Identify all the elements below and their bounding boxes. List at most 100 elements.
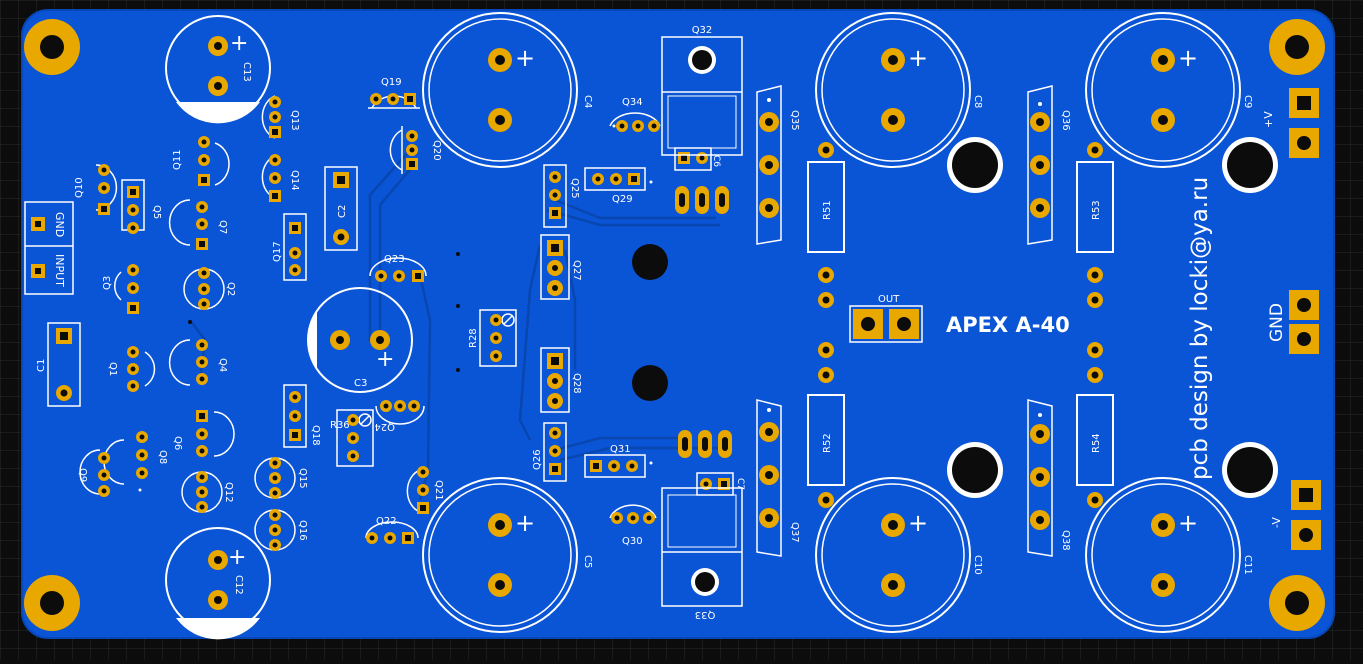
transistor-q36[interactable]: Q36: [1027, 85, 1071, 245]
transistor-q24[interactable]: Q24: [374, 400, 425, 432]
capacitor-c3[interactable]: + C3: [307, 287, 413, 393]
input-signal-label: INPUT: [53, 254, 66, 287]
transistor-q30[interactable]: Q30: [609, 504, 657, 547]
trimpot-r28[interactable]: R28: [468, 309, 517, 367]
label-q2: Q2: [225, 282, 236, 296]
transistor-q17[interactable]: Q17: [272, 213, 307, 281]
gnd-label: GND: [1267, 303, 1287, 342]
transistor-q15[interactable]: Q15: [254, 457, 308, 499]
plus-mark: +: [515, 44, 535, 72]
transistor-q19[interactable]: Q19: [368, 77, 420, 109]
resistor-r53[interactable]: R53: [1076, 142, 1114, 308]
label-c3: C3: [354, 378, 367, 389]
capacitor-c5[interactable]: + C5: [422, 477, 593, 633]
label-q12: Q12: [223, 482, 234, 503]
transistor-q3[interactable]: Q3: [102, 264, 139, 314]
transistor-q25[interactable]: Q25: [543, 164, 580, 228]
label-q30: Q30: [622, 536, 643, 547]
heatsink-hole-6: [632, 365, 668, 401]
plus-mark: +: [515, 509, 535, 537]
capacitor-c2[interactable]: C2: [324, 166, 358, 251]
capacitor-c9[interactable]: + C9: [1085, 12, 1253, 168]
transistor-q23[interactable]: Q23: [369, 254, 427, 282]
transistor-q28[interactable]: Q28: [540, 347, 582, 413]
label-c1: C1: [36, 359, 47, 372]
capacitor-c11[interactable]: + C11: [1085, 477, 1253, 633]
transistor-q9[interactable]: Q9: [77, 449, 110, 497]
transistor-q11[interactable]: Q11: [172, 136, 230, 186]
transistor-q18[interactable]: Q18: [283, 384, 321, 448]
plus-mark: +: [908, 509, 928, 537]
capacitor-c1[interactable]: C1: [36, 322, 81, 407]
label-q3: Q3: [102, 276, 113, 290]
output-connector[interactable]: OUT: [849, 294, 923, 343]
resistor-r52[interactable]: R52: [807, 342, 845, 508]
label-q6: Q6: [172, 436, 183, 450]
transistor-q26[interactable]: Q26: [532, 422, 567, 482]
label-c5: C5: [582, 555, 593, 568]
label-q25: Q25: [569, 178, 580, 199]
transistor-q20[interactable]: Q20: [389, 126, 442, 174]
transistor-q35[interactable]: Q35: [756, 85, 800, 245]
transistor-q13[interactable]: Q13: [261, 95, 300, 139]
label-q14: Q14: [289, 170, 300, 191]
label-q36: Q36: [1060, 110, 1071, 131]
resistor-r54[interactable]: R54: [1076, 342, 1114, 508]
label-r54: R54: [1091, 433, 1102, 453]
mounting-hole-br: [1269, 575, 1325, 631]
capacitor-c4[interactable]: + C4: [422, 12, 593, 168]
label-q9: Q9: [77, 468, 88, 482]
label-q37: Q37: [789, 522, 800, 543]
label-q16: Q16: [297, 520, 308, 541]
transistor-q14[interactable]: Q14: [261, 154, 300, 202]
transistor-q33[interactable]: Q33: [661, 487, 743, 620]
label-r52: R52: [822, 433, 833, 453]
label-q38: Q38: [1060, 530, 1071, 551]
label-r36: R36: [330, 420, 350, 431]
transistor-q37[interactable]: Q37: [756, 399, 800, 557]
capacitor-c8[interactable]: + C8: [815, 12, 983, 168]
capacitor-c10[interactable]: + C10: [815, 477, 983, 633]
label-q11: Q11: [172, 149, 183, 170]
label-q18: Q18: [310, 425, 321, 446]
transistor-q12[interactable]: Q12: [181, 471, 234, 513]
label-r28: R28: [468, 328, 479, 348]
transistor-q7[interactable]: Q7: [168, 199, 228, 250]
label-c10: C10: [972, 555, 983, 575]
transistor-q21[interactable]: Q21: [406, 466, 444, 514]
transistor-q1[interactable]: Q1: [107, 346, 156, 392]
plus-mark: +: [1178, 509, 1198, 537]
capacitor-c7[interactable]: C7: [696, 472, 745, 496]
pos-supply-connector[interactable]: +V: [1262, 88, 1319, 158]
transistor-q5[interactable]: Q5: [121, 179, 162, 234]
transistor-q10[interactable]: Q10: [74, 164, 118, 215]
heatsink-hole-4: [1222, 442, 1278, 498]
mounting-hole-tr: [1269, 19, 1325, 75]
trimpot-r36[interactable]: R36: [330, 409, 374, 467]
transistor-q4[interactable]: Q4: [168, 339, 228, 386]
gnd-supply-connector[interactable]: GND: [1267, 290, 1319, 354]
transistor-q29[interactable]: Q29: [584, 167, 653, 205]
transistor-q16[interactable]: Q16: [254, 509, 308, 551]
resistor-r51[interactable]: R51: [807, 142, 845, 308]
transistor-q38[interactable]: Q38: [1027, 399, 1071, 557]
transistor-q6[interactable]: Q6: [172, 410, 235, 457]
label-q34: Q34: [622, 97, 643, 108]
transistor-q31[interactable]: Q31: [584, 444, 653, 478]
transistor-q32[interactable]: Q32: [661, 25, 743, 156]
transistor-q34[interactable]: Q34: [609, 97, 661, 132]
transistor-q27[interactable]: Q27: [540, 234, 582, 300]
capacitor-c12[interactable]: + C12: [165, 527, 271, 640]
pads-q33-legs: [678, 430, 732, 458]
heatsink-hole-3: [947, 442, 1003, 498]
input-connector[interactable]: GND INPUT: [24, 201, 74, 295]
label-q7: Q7: [217, 220, 228, 234]
transistor-q2[interactable]: Q2: [183, 267, 236, 310]
capacitor-c13[interactable]: + C13: [165, 15, 271, 124]
transistor-q22[interactable]: Q22: [365, 516, 419, 544]
heatsink-hole-1: [947, 137, 1003, 193]
label-q26: Q26: [532, 449, 543, 470]
board-title: APEX A-40: [946, 313, 1070, 337]
neg-supply-connector[interactable]: -V: [1270, 480, 1321, 550]
